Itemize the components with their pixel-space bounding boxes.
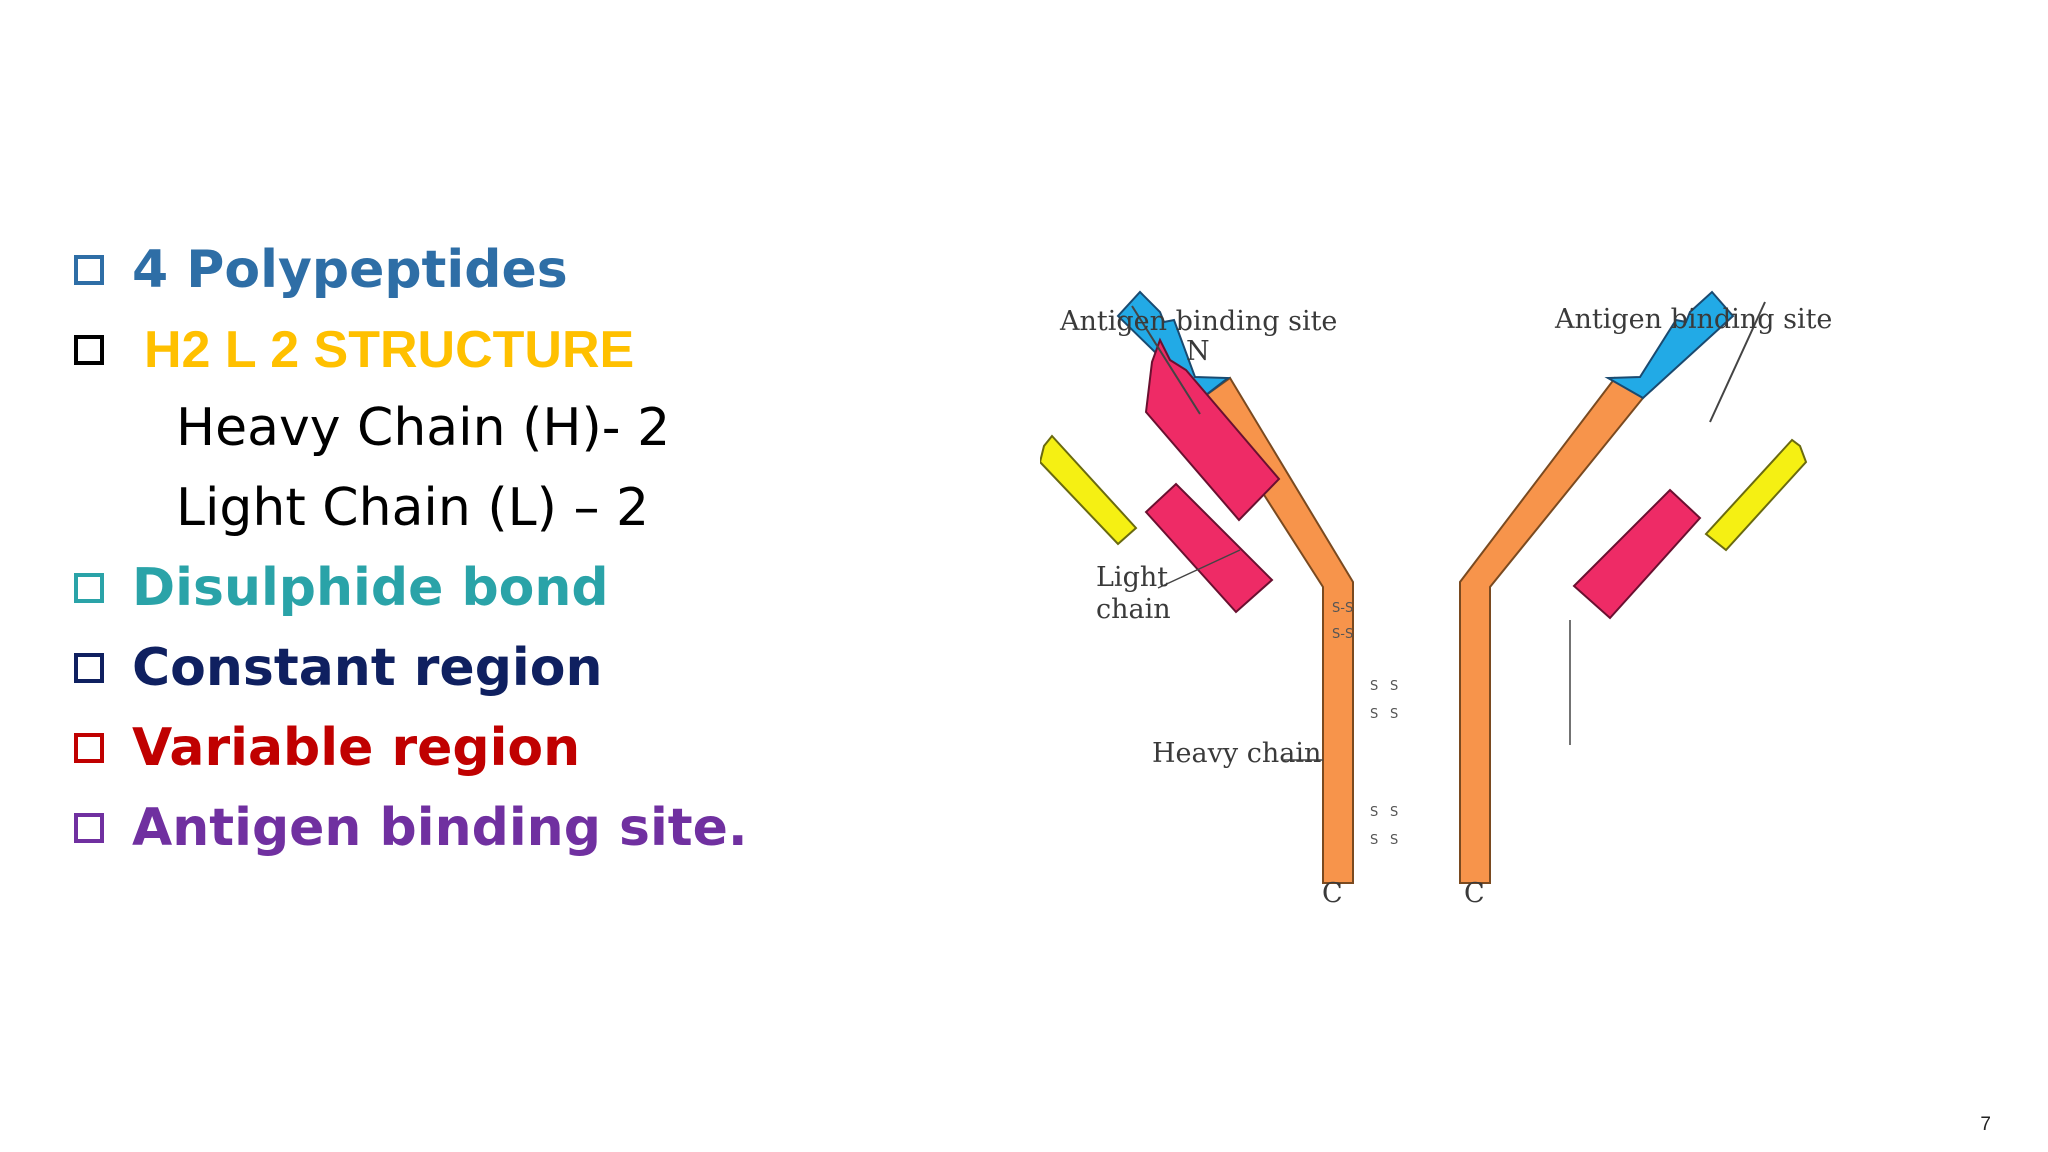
checkbox-bullet-icon (74, 255, 104, 285)
light-chain-label: Light (1096, 562, 1168, 593)
heavy-chain-count: Heavy Chain (H)- 2 (176, 396, 670, 460)
disulphide-label: S (1370, 805, 1378, 820)
light-chain-right (1574, 440, 1806, 618)
bullet-disulphide-bond: Disulphide bond (74, 556, 609, 620)
disulphide-label: S (1370, 833, 1378, 848)
bullet-label: Antigen binding site. (132, 796, 748, 860)
bullet-polypeptides: 4 Polypeptides (74, 238, 568, 302)
bullet-label: Variable region (132, 716, 580, 780)
ss-bond-label: S-S (1332, 601, 1353, 616)
light-chain-label: chain (1096, 594, 1171, 625)
heavy-chain-label: Heavy chain (1152, 738, 1321, 769)
disulphide-label: S (1390, 679, 1398, 694)
antigen-binding-site-label-left: Antigen binding site (1059, 306, 1337, 337)
bullet-variable-region: Variable region (74, 716, 580, 780)
disulphide-label: S (1390, 833, 1398, 848)
bullet-label: H2 L 2 STRUCTURE (144, 318, 634, 382)
checkbox-bullet-icon (74, 335, 104, 365)
bullet-label: Disulphide bond (132, 556, 609, 620)
checkbox-bullet-icon (74, 813, 104, 843)
antigen-binding-site-label-right: Antigen binding site (1554, 304, 1832, 335)
checkbox-bullet-icon (74, 573, 104, 603)
n-terminus-label: N (1186, 336, 1210, 367)
bullet-antigen-binding-site: Antigen binding site. (74, 796, 748, 860)
disulphide-label: S (1370, 679, 1378, 694)
checkbox-bullet-icon (74, 733, 104, 763)
disulphide-label: S (1390, 805, 1398, 820)
sub-label: Heavy Chain (H)- 2 (176, 396, 670, 460)
c-terminus-left-label: C (1322, 878, 1343, 909)
checkbox-bullet-icon (74, 653, 104, 683)
c-terminus-right-label: C (1464, 878, 1485, 909)
disulphide-label: S (1370, 707, 1378, 722)
bullet-h2l2-structure: H2 L 2 STRUCTURE (74, 318, 634, 382)
disulphide-label: S (1390, 707, 1398, 722)
bullet-label: 4 Polypeptides (132, 238, 568, 302)
ss-bond-label: S-S (1332, 627, 1353, 642)
page-number: 7 (1980, 1114, 1991, 1136)
bullet-constant-region: Constant region (74, 636, 603, 700)
bullet-label: Constant region (132, 636, 603, 700)
sub-label: Light Chain (L) – 2 (176, 476, 649, 540)
light-chain-count: Light Chain (L) – 2 (176, 476, 649, 540)
antibody-diagram: S-S S-S S S S S S S S S Antigen binding … (1040, 250, 1860, 910)
